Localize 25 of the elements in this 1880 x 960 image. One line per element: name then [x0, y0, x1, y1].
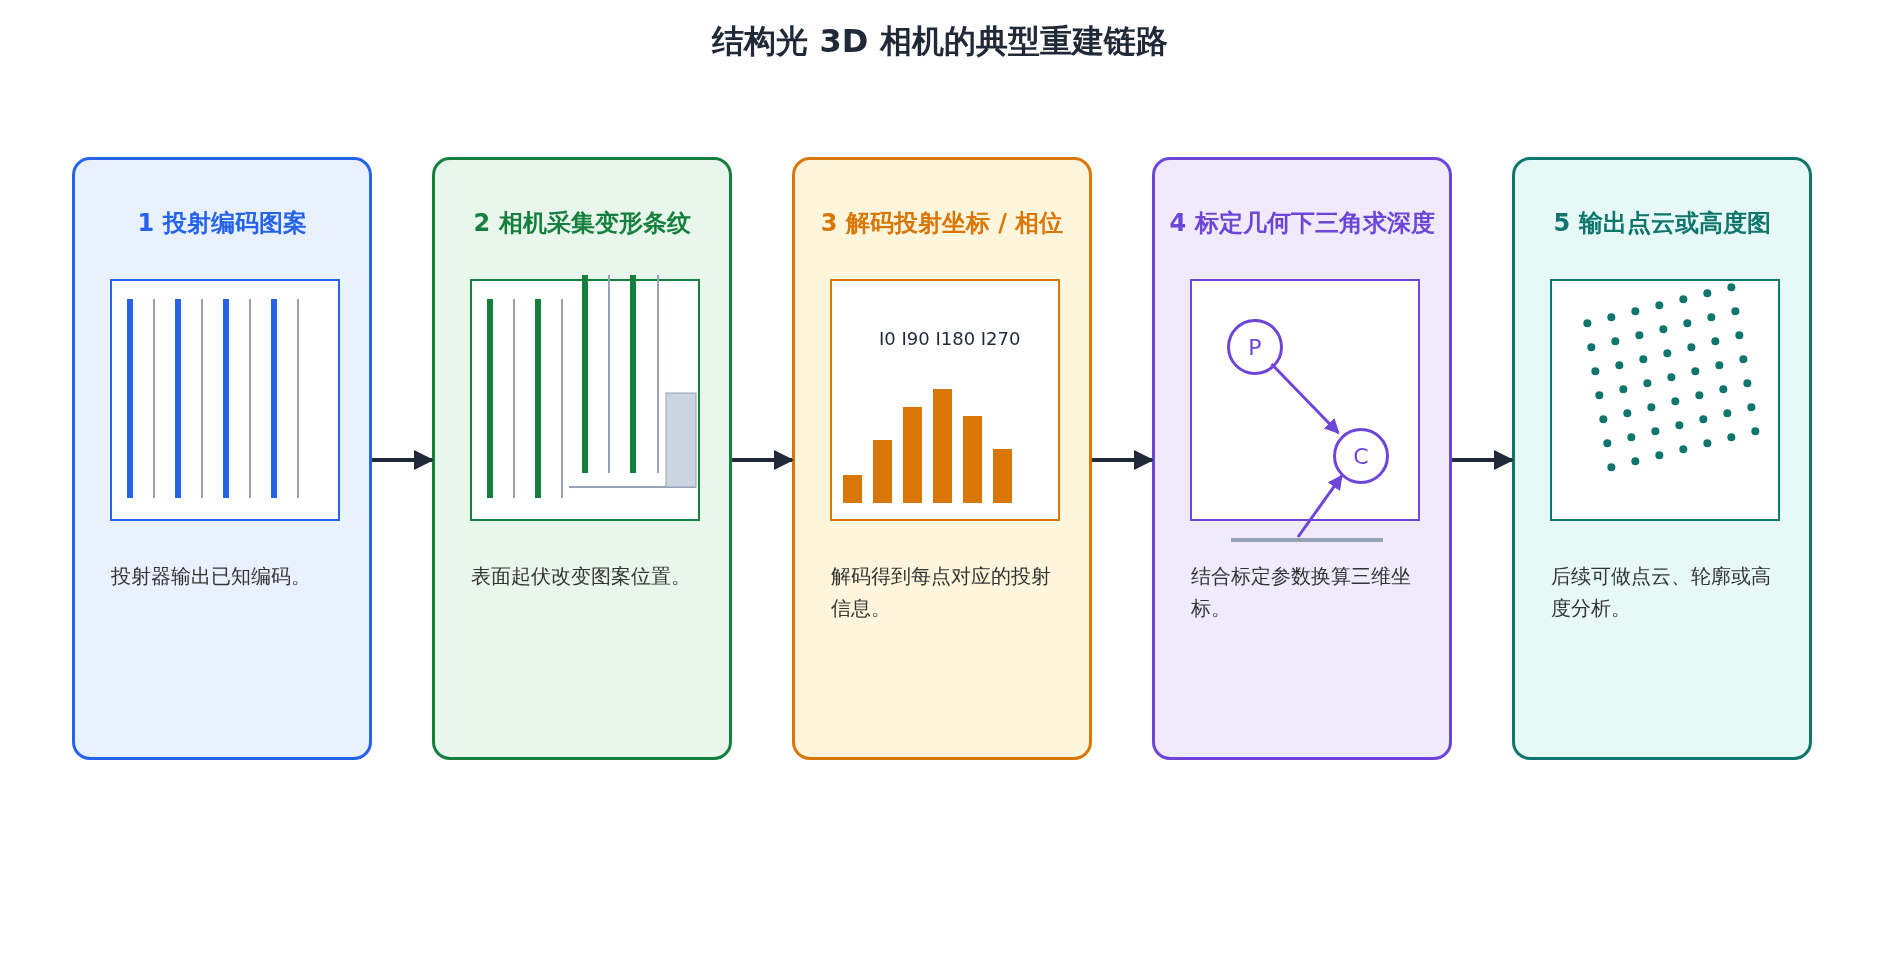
step-description: 投射器输出已知编码。 [111, 563, 312, 590]
arrow [1092, 450, 1154, 470]
arrow [1452, 450, 1514, 470]
step-card [1512, 157, 1812, 760]
step-heading: 1 投射编码图案 [137, 207, 307, 239]
step-description: 后续可做点云、轮廓或高度分析。 [1551, 563, 1772, 622]
step-description: 结合标定参数换算三维坐标。 [1191, 563, 1412, 622]
point-label: C [1353, 443, 1369, 469]
step-card [72, 157, 372, 760]
arrow [372, 450, 434, 470]
step-heading: 4 标定几何下三角求深度 [1169, 207, 1435, 239]
step-card [792, 157, 1092, 760]
arrow [732, 450, 794, 470]
step-heading: 5 输出点云或高度图 [1553, 207, 1771, 239]
step-description: 表面起伏改变图案位置。 [471, 563, 692, 590]
diagram-title: 结构光 3D 相机的典型重建链路 [710, 21, 1169, 62]
step-description: 解码得到每点对应的投射信息。 [831, 563, 1052, 622]
point-label: P [1248, 334, 1262, 360]
phase-label: I0 I90 I180 I270 [879, 328, 1021, 349]
step-card [1152, 157, 1452, 760]
step-card [432, 157, 732, 760]
step-heading: 3 解码投射坐标 / 相位 [820, 207, 1064, 239]
step-heading: 2 相机采集变形条纹 [473, 207, 691, 239]
arrow [1270, 363, 1340, 434]
arrow [1296, 474, 1343, 538]
